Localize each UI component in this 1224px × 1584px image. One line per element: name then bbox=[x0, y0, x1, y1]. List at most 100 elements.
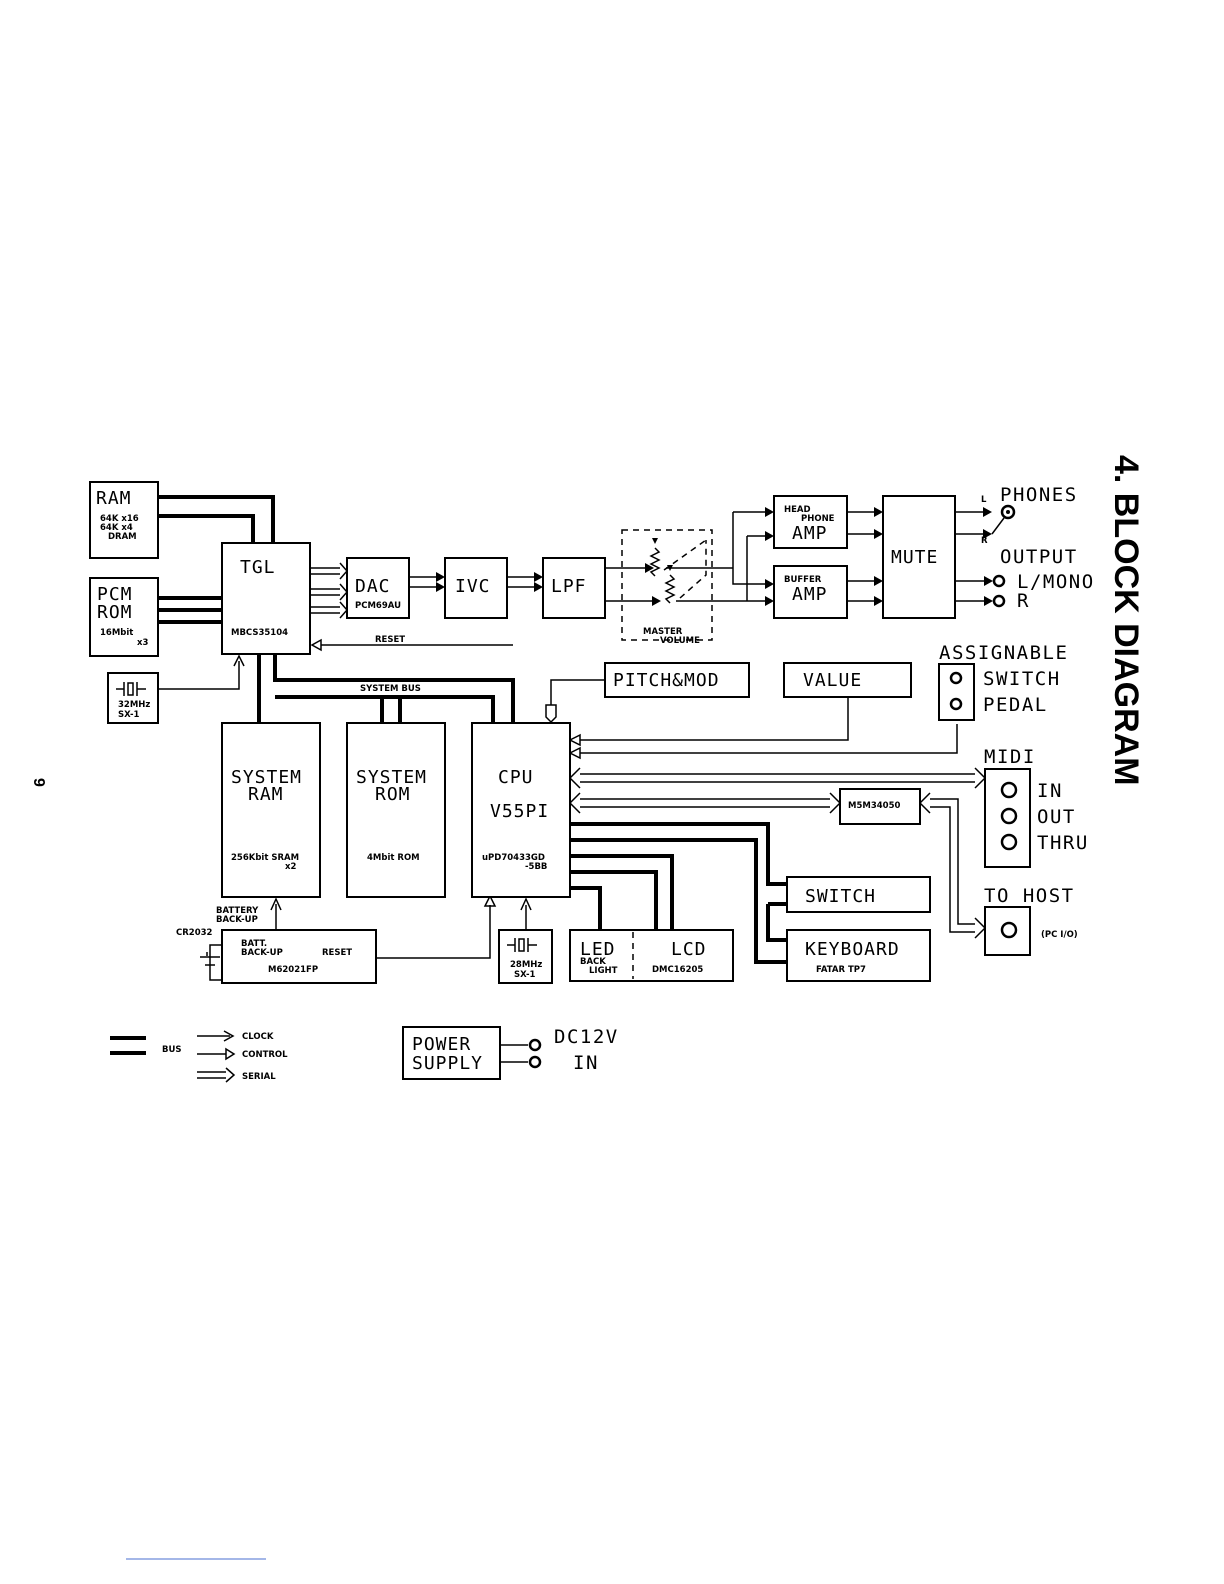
midi-in-jack-icon bbox=[1000, 781, 1018, 799]
lcd-title: LCD bbox=[671, 939, 707, 960]
pcm-title-1: PCM bbox=[97, 584, 133, 605]
page-title: 4. BLOCK DIAGRAM bbox=[1107, 455, 1145, 786]
battery-label-1: BATTERY bbox=[216, 906, 259, 916]
cpu-spec-1: uPD70433GD bbox=[482, 853, 545, 863]
assignable-pedal-jack-icon bbox=[949, 697, 963, 711]
switch-block bbox=[786, 876, 931, 913]
ram-spec-2: 64K x4 bbox=[100, 523, 133, 533]
legend-clock-label: CLOCK bbox=[242, 1032, 274, 1042]
ram-spec-3: DRAM bbox=[108, 532, 137, 542]
dc-label-1: DC12V bbox=[554, 1026, 619, 1048]
mute-title: MUTE bbox=[891, 547, 938, 568]
ram-spec-1: 64K x16 bbox=[100, 514, 139, 524]
system-bus-label: SYSTEM BUS bbox=[360, 684, 421, 694]
battery-label-2: BACK-UP bbox=[216, 915, 258, 925]
system-ram-spec-1: 256Kbit SRAM bbox=[231, 853, 299, 863]
phones-label: PHONES bbox=[1000, 484, 1078, 506]
dc-label-2: IN bbox=[573, 1052, 599, 1074]
system-rom-block bbox=[346, 722, 446, 898]
to-host-label: TO HOST bbox=[984, 885, 1075, 907]
ivc-block bbox=[444, 557, 508, 619]
buffer-amp-title: AMP bbox=[792, 584, 828, 605]
bus-lines bbox=[158, 495, 787, 964]
headphone-amp-block bbox=[773, 495, 848, 549]
led-light-label: LIGHT bbox=[589, 966, 618, 976]
assignable-switch-label: SWITCH bbox=[983, 668, 1061, 690]
lpf-title: LPF bbox=[551, 576, 587, 597]
legend-control-label: CONTROL bbox=[242, 1050, 288, 1060]
m5m34050-title: M5M34050 bbox=[848, 801, 900, 811]
crystal-28mhz-block bbox=[498, 929, 553, 984]
lpf-block bbox=[542, 557, 606, 619]
assignable-pedal-label: PEDAL bbox=[983, 694, 1048, 716]
assignable-switch-jack-icon bbox=[949, 671, 963, 685]
system-ram-block bbox=[221, 722, 321, 898]
pitch-mod-block bbox=[604, 662, 750, 698]
pcm-spec-1: 16Mbit bbox=[100, 628, 133, 638]
led-title: LED bbox=[580, 939, 616, 960]
crystal-28mhz-icon bbox=[507, 938, 537, 952]
switch-title: SWITCH bbox=[805, 886, 876, 907]
output-r-label: R bbox=[1017, 590, 1030, 612]
value-block bbox=[783, 662, 912, 698]
crystal-32mhz-block bbox=[107, 672, 159, 724]
cpu-block bbox=[471, 722, 571, 898]
pc-io-label: (PC I/O) bbox=[1041, 930, 1078, 940]
battery-block-label-2: BACK-UP bbox=[241, 948, 283, 958]
master-volume-label-2: VOLUME bbox=[660, 636, 700, 646]
keyboard-block bbox=[786, 929, 931, 982]
crystal-28mhz-spec-2: SX-1 bbox=[514, 970, 536, 980]
tgl-block bbox=[221, 542, 311, 655]
phones-r-label: R bbox=[981, 536, 988, 546]
midi-out-jack-icon bbox=[1000, 807, 1018, 825]
midi-thru-label: THRU bbox=[1037, 832, 1089, 854]
ram-block bbox=[89, 481, 159, 559]
output-l-jack-icon bbox=[992, 574, 1006, 588]
system-rom-spec: 4Mbit ROM bbox=[367, 853, 420, 863]
legend-serial-label: SERIAL bbox=[242, 1072, 276, 1082]
midi-label: MIDI bbox=[984, 746, 1036, 768]
pitch-mod-title: PITCH&MOD bbox=[613, 670, 720, 691]
keyboard-part: FATAR TP7 bbox=[816, 965, 866, 975]
reset-label: RESET bbox=[375, 635, 405, 645]
crystal-32mhz-spec-1: 32MHz bbox=[118, 700, 150, 710]
keyboard-title: KEYBOARD bbox=[805, 939, 900, 960]
system-ram-spec-2: x2 bbox=[285, 862, 296, 872]
value-title: VALUE bbox=[803, 670, 862, 691]
crystal-28mhz-spec-1: 28MHz bbox=[510, 960, 542, 970]
led-lcd-block bbox=[569, 929, 734, 982]
master-volume-label-1: MASTER bbox=[643, 627, 683, 637]
cpu-title-2: V55PI bbox=[490, 801, 549, 822]
phones-l-label: L bbox=[981, 495, 987, 505]
cpu-title-1: CPU bbox=[498, 767, 534, 788]
ram-title: RAM bbox=[96, 488, 132, 509]
m5m34050-block bbox=[839, 788, 921, 825]
master-volume-frame bbox=[621, 529, 713, 641]
pcm-spec-2: x3 bbox=[137, 638, 148, 648]
cpu-spec-2: -5BB bbox=[525, 862, 547, 872]
lcd-part: DMC16205 bbox=[652, 965, 703, 975]
dac-title: DAC bbox=[355, 576, 391, 597]
tgl-title: TGL bbox=[240, 557, 276, 578]
to-host-jack-icon bbox=[1000, 921, 1018, 939]
system-ram-title-1: SYSTEM bbox=[231, 767, 302, 788]
buffer-amp-block bbox=[773, 565, 848, 619]
dc-jack-minus-icon bbox=[528, 1055, 542, 1069]
power-supply-block bbox=[402, 1026, 501, 1080]
system-rom-title-2: ROM bbox=[375, 784, 411, 805]
system-ram-title-2: RAM bbox=[248, 784, 284, 805]
assignable-label: ASSIGNABLE bbox=[939, 642, 1068, 664]
signal-lines bbox=[158, 507, 1005, 1063]
headphone-amp-title: AMP bbox=[792, 523, 828, 544]
pcm-title-2: ROM bbox=[97, 602, 133, 623]
ivc-title: IVC bbox=[455, 576, 491, 597]
midi-out-label: OUT bbox=[1037, 806, 1076, 828]
headphone-amp-label-1: HEAD bbox=[784, 505, 811, 515]
legend: BUS CLOCK CONTROL SERIAL bbox=[110, 1030, 288, 1083]
led-back-label: BACK bbox=[580, 957, 606, 967]
system-rom-title-1: SYSTEM bbox=[356, 767, 427, 788]
mute-block bbox=[882, 495, 956, 619]
power-supply-label-1: POWER bbox=[412, 1034, 471, 1055]
battery-block-label-1: BATT. bbox=[241, 939, 267, 949]
dac-block bbox=[346, 557, 410, 619]
